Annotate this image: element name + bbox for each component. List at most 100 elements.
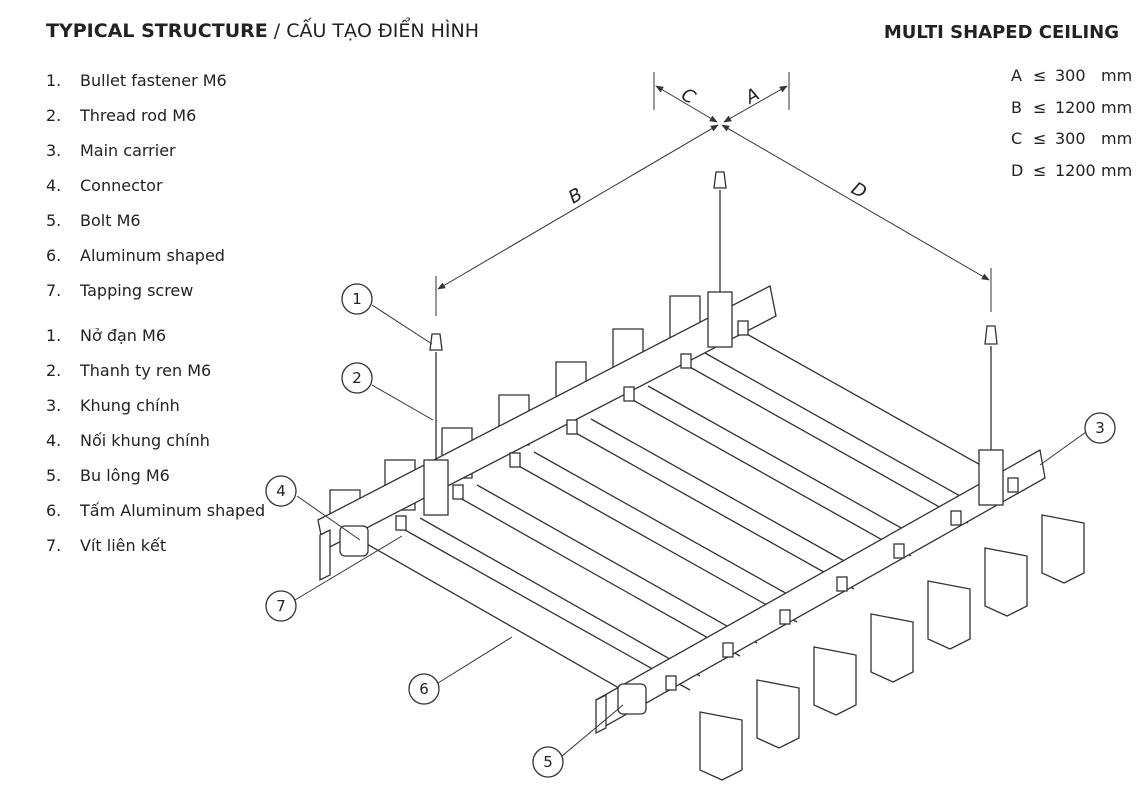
panel-edge bbox=[744, 332, 1026, 491]
item-label: Main carrier bbox=[80, 141, 176, 160]
dimension-b-line bbox=[437, 124, 719, 290]
parts-list-english: 1.Bullet fastener M6 2.Thread rod M6 3.M… bbox=[46, 71, 227, 316]
item-label: Thread rod M6 bbox=[80, 106, 197, 125]
callout-2: 2 bbox=[341, 362, 373, 394]
panel-edge bbox=[687, 365, 969, 524]
item-number: 4. bbox=[46, 176, 62, 195]
dim-op: ≤ bbox=[1033, 97, 1047, 117]
dim-unit: mm bbox=[1101, 129, 1133, 148]
title-bold: TYPICAL STRUCTURE bbox=[46, 20, 268, 42]
bullet-fastener bbox=[429, 333, 443, 351]
item-number: 6. bbox=[46, 246, 62, 265]
panel-edge bbox=[419, 517, 701, 677]
callout-number: 4 bbox=[276, 482, 286, 500]
hanger-bracket bbox=[978, 449, 1004, 506]
dim-value: 1200 bbox=[1055, 160, 1096, 180]
bullet-fastener bbox=[713, 171, 727, 189]
callout-circle bbox=[341, 283, 373, 315]
diagram-title: TYPICAL STRUCTURE / CẤU TẠO ĐIỂN HÌNH bbox=[46, 20, 479, 42]
callout-number: 7 bbox=[276, 597, 286, 615]
main-carrier-front bbox=[595, 448, 1046, 735]
dim-name: B bbox=[1011, 97, 1022, 117]
clip bbox=[893, 543, 905, 559]
panel-edge bbox=[516, 464, 798, 623]
leader-line bbox=[294, 535, 403, 601]
item-label: Thanh ty ren M6 bbox=[80, 361, 212, 380]
clip bbox=[950, 510, 962, 526]
list-item: 6.Tấm Aluminum shaped bbox=[46, 501, 265, 536]
item-number: 7. bbox=[46, 281, 62, 300]
list-item: 5.Bolt M6 bbox=[46, 211, 227, 246]
list-item: 1.Bullet fastener M6 bbox=[46, 71, 227, 106]
item-number: 2. bbox=[46, 106, 62, 125]
panel-edge bbox=[590, 418, 872, 577]
panel-box bbox=[984, 547, 1028, 617]
panel-box bbox=[870, 613, 914, 683]
callout-5: 5 bbox=[532, 746, 564, 778]
hanger-bracket bbox=[707, 291, 733, 348]
item-label: Bullet fastener M6 bbox=[80, 71, 227, 90]
panel-box bbox=[813, 646, 857, 716]
item-label: Nở đạn M6 bbox=[80, 326, 167, 345]
callout-7: 7 bbox=[265, 590, 297, 622]
callout-number: 2 bbox=[352, 369, 362, 387]
clip bbox=[395, 515, 407, 531]
callout-6: 6 bbox=[408, 673, 440, 705]
connector bbox=[617, 683, 647, 715]
panel-clips bbox=[395, 320, 1019, 691]
dimension-a-label: A bbox=[741, 84, 763, 109]
leader-line bbox=[1039, 431, 1087, 466]
main-carrier-back bbox=[317, 285, 777, 582]
bullet-fastener bbox=[984, 325, 998, 345]
leader-line bbox=[371, 304, 433, 345]
item-label: Connector bbox=[80, 176, 163, 195]
panel-box bbox=[699, 711, 743, 781]
dim-unit: mm bbox=[1101, 160, 1133, 180]
dim-value: 1200 bbox=[1055, 97, 1096, 117]
product-name: MULTI SHAPED CEILING bbox=[883, 22, 1119, 43]
dimension-lines: B D C A bbox=[435, 72, 992, 316]
panel-edge bbox=[459, 497, 741, 657]
panel-edge bbox=[404, 529, 691, 691]
panel-box bbox=[927, 580, 971, 650]
panel-edge bbox=[630, 398, 912, 557]
dim-value: 300 bbox=[1055, 129, 1086, 148]
panel-edge bbox=[573, 431, 855, 590]
callout-circle bbox=[1084, 412, 1116, 444]
list-item: 2.Thanh ty ren M6 bbox=[46, 361, 265, 396]
callout-circle bbox=[408, 673, 440, 705]
clip bbox=[779, 609, 791, 625]
parts-list-vietnamese: 1.Nở đạn M6 2.Thanh ty ren M6 3.Khung ch… bbox=[46, 326, 265, 571]
callout-1: 1 bbox=[341, 283, 373, 315]
dimension-b-label: B bbox=[565, 184, 586, 208]
item-label: Tapping screw bbox=[80, 281, 194, 300]
connector bbox=[339, 525, 369, 557]
callout-circle bbox=[341, 362, 373, 394]
leader-lines bbox=[294, 304, 1087, 757]
dim-unit: mm bbox=[1101, 97, 1133, 117]
leader-line bbox=[561, 704, 624, 757]
callout-number: 6 bbox=[419, 680, 429, 698]
item-label: Tấm Aluminum shaped bbox=[80, 501, 266, 520]
item-label: Khung chính bbox=[80, 396, 180, 415]
dim-value: 300 bbox=[1055, 66, 1086, 85]
callout-4: 4 bbox=[265, 475, 297, 507]
item-number: 3. bbox=[46, 396, 62, 415]
item-number: 5. bbox=[46, 211, 62, 230]
panel-edge bbox=[359, 539, 641, 701]
panel-edge bbox=[647, 385, 929, 544]
clip bbox=[665, 675, 677, 691]
clip bbox=[680, 353, 692, 369]
clip bbox=[836, 576, 848, 592]
clip bbox=[452, 484, 464, 500]
callout-number: 3 bbox=[1095, 419, 1105, 437]
carrier-body bbox=[317, 285, 777, 551]
clip bbox=[1007, 477, 1019, 493]
aluminum-panels-front bbox=[699, 514, 1085, 781]
hanger-bracket bbox=[423, 459, 449, 516]
callout-3: 3 bbox=[1084, 412, 1116, 444]
